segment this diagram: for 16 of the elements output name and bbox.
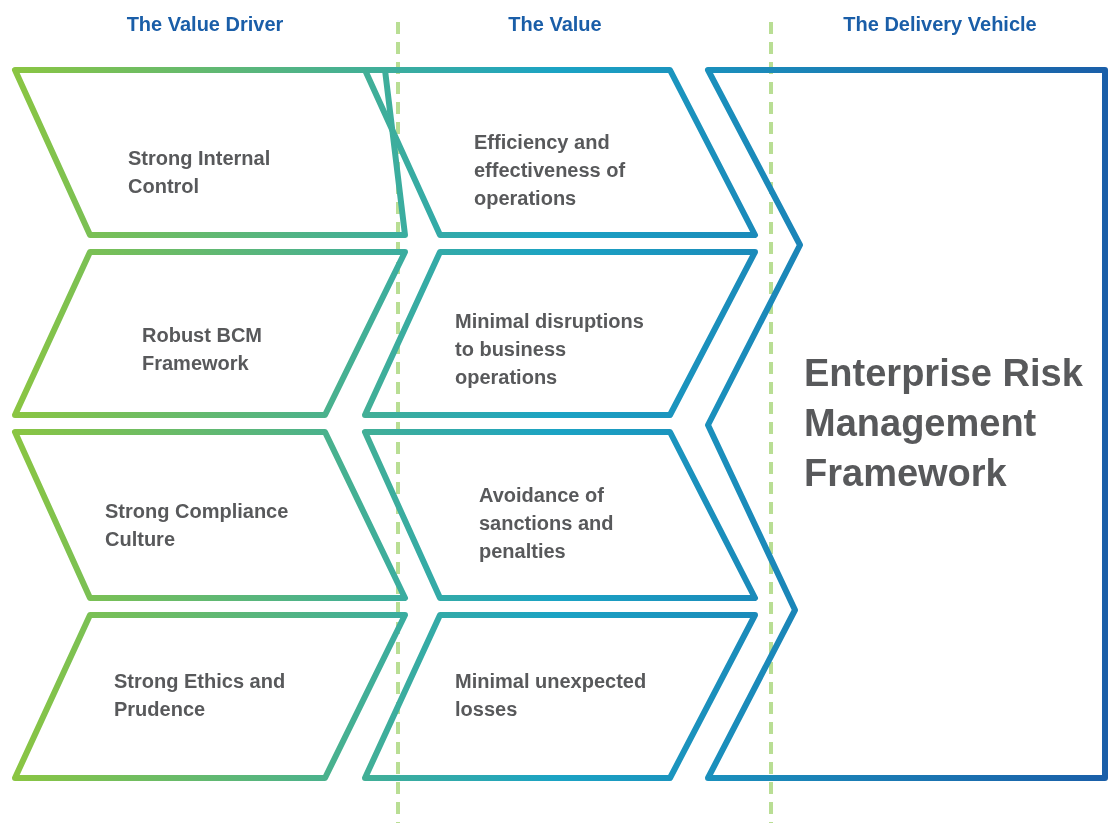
node-text: Efficiency and effectiveness of operations [474,130,627,211]
node-text: Strong Compliance Culture [105,499,290,552]
parallelogram-shape [15,615,405,778]
parallelogram-shape [365,615,755,778]
column-heading: The Delivery Vehicle [842,13,1038,36]
node-text: Robust BCM Framework [142,323,263,376]
parallelogram-shape [365,252,755,415]
node-text: Minimal unexpected losses [455,669,648,722]
node-text: Strong Ethics and Prudence [114,669,287,722]
node-text: Minimal disruptions to business operations [455,309,645,390]
node-text: Enterprise Risk Management Framework [804,351,1084,496]
column-heading: The Value [507,13,603,36]
node-text: Avoidance of sanctions and penalties [479,483,615,564]
parallelogram-shape [15,252,405,415]
column-heading: The Value Driver [125,13,285,36]
node-text: Strong Internal Control [128,146,272,199]
